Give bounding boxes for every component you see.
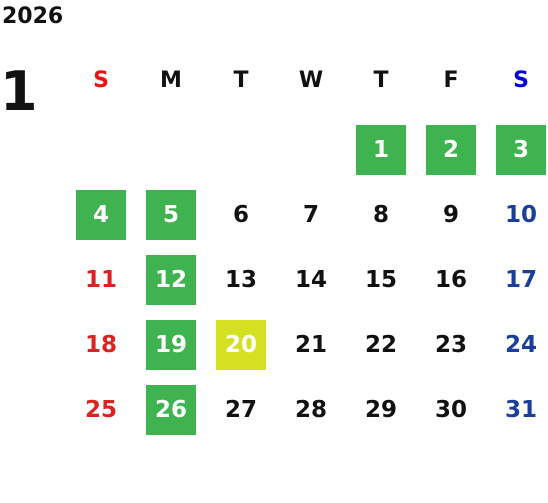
date-cell-17[interactable]: 17 — [504, 267, 537, 293]
date-cell-21[interactable]: 21 — [294, 332, 327, 358]
date-cell-20[interactable]: 20 — [216, 320, 266, 370]
date-cell-5[interactable]: 5 — [146, 190, 196, 240]
date-cell-19[interactable]: 19 — [146, 320, 196, 370]
date-cell-12[interactable]: 12 — [146, 255, 196, 305]
date-cell-23[interactable]: 23 — [434, 332, 467, 358]
date-cell-6[interactable]: 6 — [232, 202, 249, 228]
date-cell-9[interactable]: 9 — [442, 202, 459, 228]
weekday-header-mon: M — [160, 67, 182, 93]
weekday-header-sat: S — [513, 67, 529, 93]
date-cell-31[interactable]: 31 — [504, 397, 537, 423]
year-label: 2026 — [2, 4, 64, 29]
date-cell-26[interactable]: 26 — [146, 385, 196, 435]
date-cell-27[interactable]: 27 — [224, 397, 257, 423]
date-cell-14[interactable]: 14 — [294, 267, 327, 293]
weekday-header-fri: F — [443, 67, 459, 93]
weekday-header-wed: W — [298, 67, 324, 93]
date-cell-4[interactable]: 4 — [76, 190, 126, 240]
date-cell-28[interactable]: 28 — [294, 397, 327, 423]
date-cell-1[interactable]: 1 — [356, 125, 406, 175]
weekday-header-sun: S — [93, 67, 109, 93]
month-label: 1 — [0, 60, 38, 123]
date-cell-8[interactable]: 8 — [372, 202, 389, 228]
date-cell-11[interactable]: 11 — [84, 267, 117, 293]
date-cell-13[interactable]: 13 — [224, 267, 257, 293]
date-cell-29[interactable]: 29 — [364, 397, 397, 423]
weekday-header-tue: T — [233, 67, 249, 93]
weekday-header-thu: T — [373, 67, 389, 93]
date-cell-2[interactable]: 2 — [426, 125, 476, 175]
date-cell-24[interactable]: 24 — [504, 332, 537, 358]
date-cell-16[interactable]: 16 — [434, 267, 467, 293]
date-cell-15[interactable]: 15 — [364, 267, 397, 293]
date-cell-22[interactable]: 22 — [364, 332, 397, 358]
date-cell-25[interactable]: 25 — [84, 397, 117, 423]
date-cell-7[interactable]: 7 — [302, 202, 319, 228]
date-cell-3[interactable]: 3 — [496, 125, 546, 175]
date-cell-18[interactable]: 18 — [84, 332, 117, 358]
date-cell-30[interactable]: 30 — [434, 397, 467, 423]
date-cell-10[interactable]: 10 — [504, 202, 537, 228]
